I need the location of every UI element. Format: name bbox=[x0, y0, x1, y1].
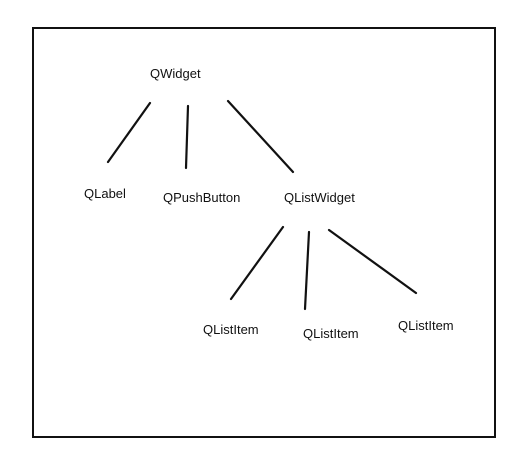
node-qlistitem-2: QListItem bbox=[303, 326, 359, 341]
diagram-frame bbox=[32, 27, 496, 438]
node-qlistitem-3: QListItem bbox=[398, 318, 454, 333]
node-qlabel: QLabel bbox=[84, 186, 126, 201]
node-qlistitem-1: QListItem bbox=[203, 322, 259, 337]
node-qwidget: QWidget bbox=[150, 66, 201, 81]
node-qlistwidget: QListWidget bbox=[284, 190, 355, 205]
node-qpushbutton: QPushButton bbox=[163, 190, 241, 205]
